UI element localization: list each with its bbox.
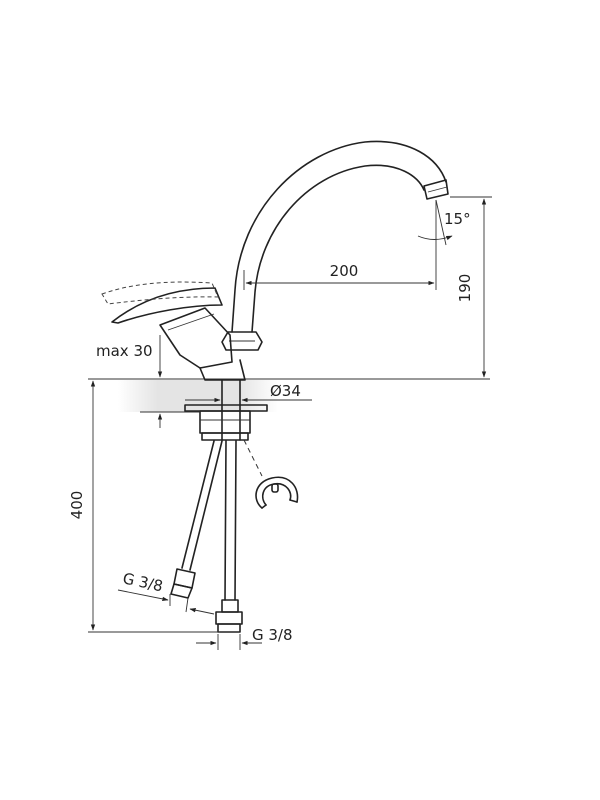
countertop xyxy=(88,378,490,412)
label-connection-right: G 3/8 xyxy=(252,626,293,644)
dimension-spout-reach: 200 xyxy=(243,200,437,290)
dimension-mounting-hole: Ø34 xyxy=(185,382,312,403)
dimension-spout-height: 190 xyxy=(450,196,492,378)
retaining-clip-detail xyxy=(243,439,299,509)
dimension-spout-angle: 15° xyxy=(417,199,471,246)
mixer-body xyxy=(159,307,246,381)
dimension-deck-thickness: max 30 xyxy=(96,335,200,428)
hose-right xyxy=(215,440,243,633)
hose-left xyxy=(170,440,223,599)
dimension-connection-right: G 3/8 xyxy=(196,626,293,650)
label-max-thickness: max 30 xyxy=(96,342,153,360)
label-spout-reach: 200 xyxy=(330,262,359,280)
dimension-hose-length: 400 xyxy=(68,380,220,633)
label-spout-height: 190 xyxy=(456,274,474,303)
label-spout-angle: 15° xyxy=(444,210,471,228)
lever-handle-raised-ghost xyxy=(101,281,219,305)
label-mounting-hole: Ø34 xyxy=(270,382,301,400)
label-connection-left: G 3/8 xyxy=(121,569,164,595)
dimension-connection-left: G 3/8 xyxy=(117,569,215,615)
spout xyxy=(221,140,449,351)
mounting-shank xyxy=(184,379,268,441)
label-hose-length: 400 xyxy=(68,491,86,520)
lever-handle xyxy=(111,287,223,324)
